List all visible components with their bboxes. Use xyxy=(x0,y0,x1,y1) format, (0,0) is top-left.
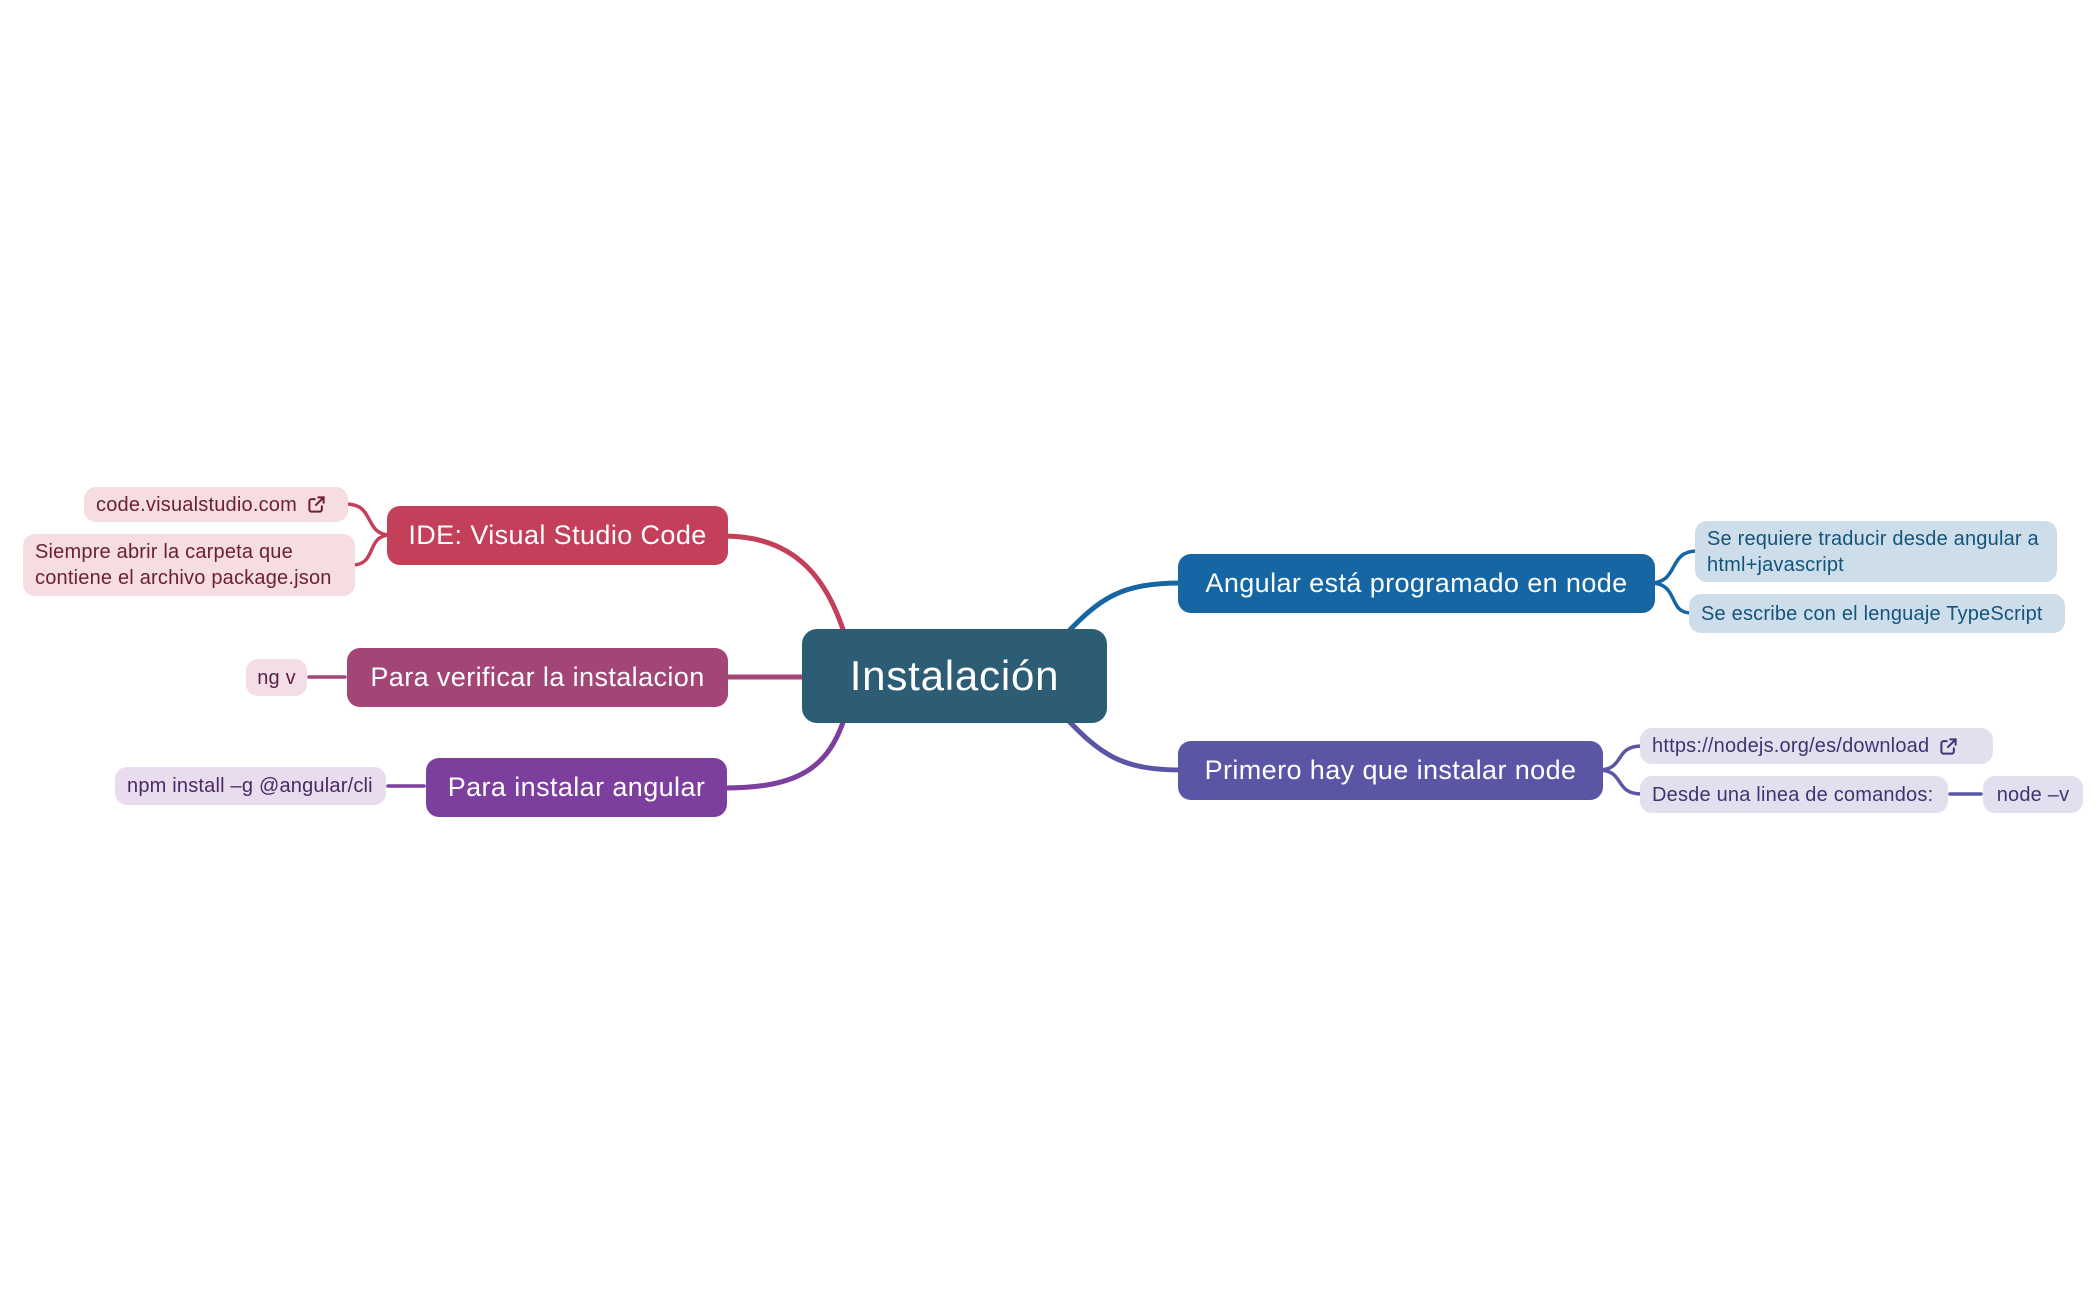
link-nodejs-download[interactable]: https://nodejs.org/es/download xyxy=(1640,728,1993,764)
node-label: Angular está programado en node xyxy=(1205,568,1628,598)
node-ide-visual-studio-code[interactable]: IDE: Visual Studio Code xyxy=(387,506,728,565)
node-primero-instalar-node[interactable]: Primero hay que instalar node xyxy=(1178,741,1603,800)
external-link-icon[interactable] xyxy=(307,495,326,514)
note-label: node –v xyxy=(1996,783,2070,806)
node-label: Para instalar angular xyxy=(447,772,706,802)
link-label: https://nodejs.org/es/download xyxy=(1652,735,1930,757)
note-label: Se escribe con el lenguaje TypeScript xyxy=(1701,602,2043,625)
node-angular-programado-en-node[interactable]: Angular está programado en node xyxy=(1178,554,1655,613)
connector-child-traducir xyxy=(1648,549,1699,585)
external-link-icon[interactable] xyxy=(1939,737,1958,756)
node-instalar-angular[interactable]: Para instalar angular xyxy=(426,758,727,817)
connector-child-linea-comandos xyxy=(1596,768,1644,796)
note-node-v[interactable]: node –v xyxy=(1983,776,2083,813)
node-label: IDE: Visual Studio Code xyxy=(408,520,707,550)
note-label: Se requiere traducir desde angular a htm… xyxy=(1707,527,2039,576)
connector-branch-blue xyxy=(1060,580,1185,640)
note-label: Desde una linea de comandos: xyxy=(1652,783,1934,806)
node-label: Para verificar la instalacion xyxy=(370,662,705,692)
note-ng-v[interactable]: ng v xyxy=(246,659,307,696)
node-root-label: Instalación xyxy=(849,652,1060,699)
connector-branch-red xyxy=(721,533,849,642)
note-label: ng v xyxy=(257,666,296,689)
link-label: code.visualstudio.com xyxy=(96,493,297,516)
node-root[interactable]: Instalación xyxy=(802,629,1107,723)
link-code-visualstudio[interactable]: code.visualstudio.com xyxy=(84,487,348,522)
connector-child-typescript xyxy=(1648,581,1693,615)
note-label: npm install –g @angular/cli xyxy=(127,775,373,797)
note-lenguaje-typescript[interactable]: Se escribe con el lenguaje TypeScript xyxy=(1689,594,2065,633)
connector-branch-indigo xyxy=(1060,712,1185,773)
note-traducir-angular-html[interactable]: Se requiere traducir desde angular a htm… xyxy=(1695,521,2057,582)
connector-branch-purple xyxy=(721,710,849,791)
note-npm-install-angular-cli[interactable]: npm install –g @angular/cli xyxy=(115,767,386,805)
node-verificar-instalacion[interactable]: Para verificar la instalacion xyxy=(347,648,728,707)
note-linea-de-comandos[interactable]: Desde una linea de comandos: xyxy=(1640,776,1948,813)
connector-child-nodejs-download xyxy=(1596,744,1644,772)
node-label: Primero hay que instalar node xyxy=(1204,755,1577,785)
connector-child-code-visualstudio xyxy=(344,502,393,537)
note-abrir-carpeta-package-json[interactable]: Siempre abrir la carpeta que contiene el… xyxy=(23,534,355,596)
note-label: Siempre abrir la carpeta que contiene el… xyxy=(35,541,332,589)
connector-child-abrir-carpeta xyxy=(350,533,393,567)
